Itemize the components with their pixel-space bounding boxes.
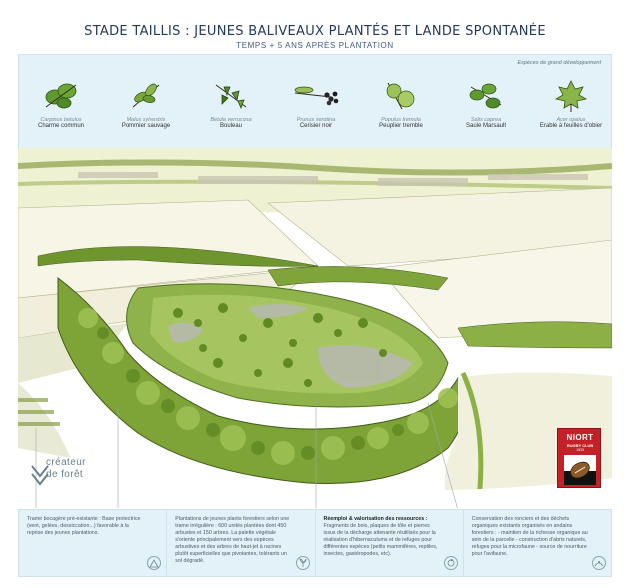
species-common: Charme commun [37,123,84,129]
recycle-icon [443,556,458,570]
apple-leaf-icon [121,75,171,115]
page-subtitle: TEMPS + 5 ANS APRÈS PLANTATION [236,41,394,50]
club-subtitle: RUGBY CLUB [566,443,594,448]
species-common: Pommier sauvage [121,123,171,129]
species-panel: Espèces de grand développement Carpinus … [18,54,612,150]
species-item: Malus sylvestris Pommier sauvage [112,75,180,129]
createur-de-foret-logo: créateur de forêt [46,457,86,481]
info-box-reuse: Réemploi & valorisation des ressources :… [316,510,464,576]
species-panel-label: Espèces de grand développement [517,60,601,66]
info-text: Plantations de jeunes plants forestiers … [175,516,290,564]
species-latin: Betula verrucosa [210,117,252,123]
species-list: Carpinus betulus Charme commun Malus syl… [27,75,605,129]
species-item: Prunus serotina Cerisier noir [282,75,350,129]
species-common: Saule Marsault [465,123,507,129]
club-year: 1933 [576,448,584,452]
hornbeam-leaf-icon [36,75,86,115]
sapling-icon [295,556,310,570]
hedge-icon [147,556,162,570]
species-common: Peuplier tremble [379,123,423,129]
logo-line-1: créateur [46,457,86,468]
club-name: NIORT [566,433,594,442]
page-title: STADE TAILLIS : JEUNES BALIVEAUX PLANTÉS… [84,24,546,39]
species-item: Betula verrucosa Bouleau [197,75,265,129]
species-item: Acer opalus Erable à feuilles d'obier [537,75,605,129]
info-panel: Trame bocagère pré-existante : Base prot… [18,509,612,577]
info-text: Conservation des ronciers et des déchets… [471,516,588,557]
landscape-illustration [18,148,612,508]
bramble-icon [592,556,606,570]
info-box-plantations: Plantations de jeunes plants forestiers … [167,510,316,576]
logo-line-2: de forêt [46,469,84,480]
info-text: Réemploi & valorisation des ressources :… [323,516,438,557]
willow-leaf-icon [461,75,511,115]
species-latin: Acer opalus [556,117,586,123]
species-latin: Salix caprea [470,117,502,123]
createur-de-foret-logo-icon [31,465,49,486]
species-item: Salix caprea Saule Marsault [452,75,520,129]
species-common: Bouleau [219,123,243,129]
species-item: Carpinus betulus Charme commun [27,75,95,129]
aspen-leaf-icon [376,75,426,115]
species-latin: Carpinus betulus [40,117,82,123]
species-latin: Malus sylvestris [126,117,166,123]
maple-leaf-icon [546,75,596,115]
species-item: Populus tremula Peuplier tremble [367,75,435,129]
birch-leaf-icon [206,75,256,115]
niort-rugby-club-logo: NIORT RUGBY CLUB 1933 [557,428,601,488]
cherry-leaf-icon [291,75,341,115]
species-common: Cerisier noir [299,123,333,129]
info-text: Trame bocagère pré-existante : Base prot… [27,516,141,536]
info-box-brambles: Conservation des ronciers et des déchets… [464,510,611,576]
species-latin: Prunus serotina [296,117,336,123]
species-latin: Populus tremula [381,117,421,123]
info-box-hedge: Trame bocagère pré-existante : Base prot… [19,510,168,576]
rugby-ball-icon [564,455,596,485]
species-common: Erable à feuilles d'obier [539,123,603,129]
